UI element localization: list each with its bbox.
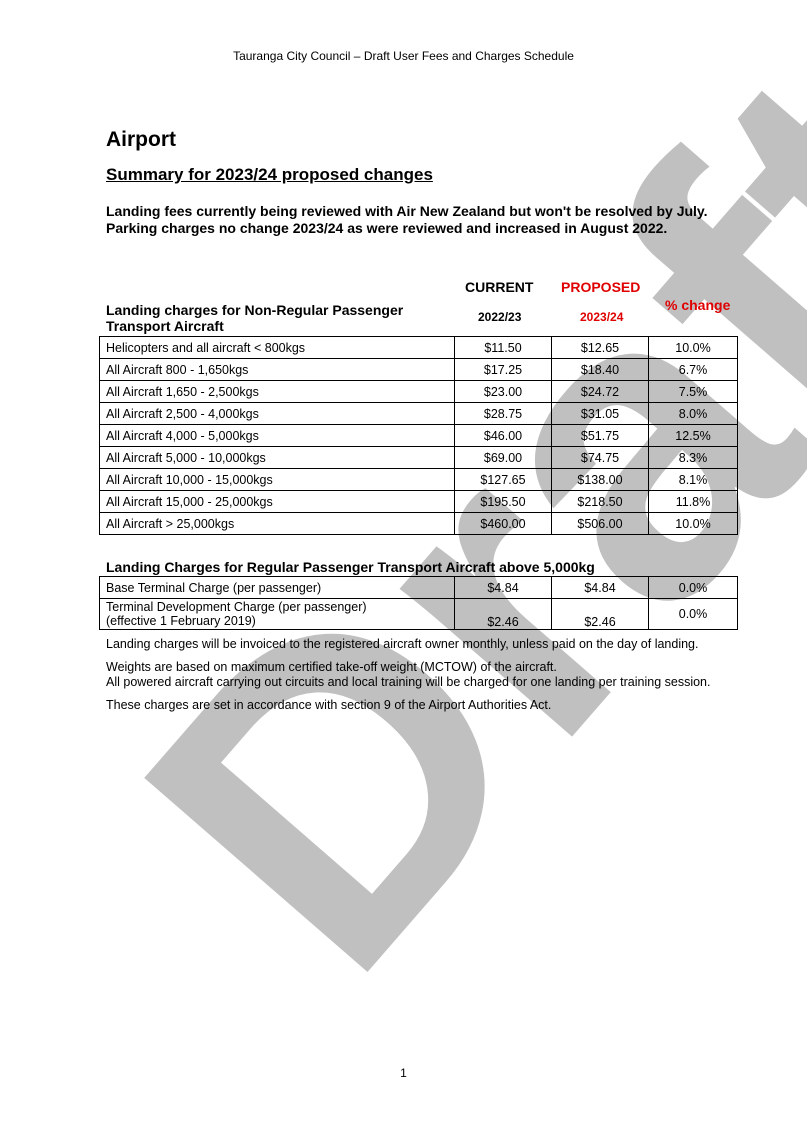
row-label: All Aircraft 5,000 - 10,000kgs (99, 446, 455, 469)
table-row: Base Terminal Charge (per passenger) $4.… (99, 576, 738, 599)
row-current: $4.84 (454, 576, 552, 599)
page-number: 1 (400, 1066, 407, 1080)
row-current: $2.46 (454, 598, 552, 630)
row-label: All Aircraft > 25,000kgs (99, 512, 455, 535)
row-label: Terminal Development Charge (per passeng… (99, 598, 455, 630)
column-header-proposed: PROPOSED (561, 279, 641, 295)
row-label-line: Base Terminal Charge (per passenger) (106, 580, 322, 595)
landing-charges-table: Helicopters and all aircraft < 800kgs $1… (99, 336, 738, 535)
table-row: All Aircraft 4,000 - 5,000kgs $46.00 $51… (99, 424, 738, 447)
note: Weights are based on maximum certified t… (106, 660, 557, 674)
row-current: $69.00 (454, 446, 552, 469)
table-row: All Aircraft 1,650 - 2,500kgs $23.00 $24… (99, 380, 738, 403)
section1-title: Landing charges for Non-Regular Passenge… (106, 302, 404, 334)
section2-title: Landing Charges for Regular Passenger Tr… (106, 559, 595, 575)
row-proposed: $138.00 (551, 468, 649, 491)
row-label: All Aircraft 2,500 - 4,000kgs (99, 402, 455, 425)
row-proposed: $24.72 (551, 380, 649, 403)
row-current: $23.00 (454, 380, 552, 403)
note: Landing charges will be invoiced to the … (106, 637, 699, 651)
row-change: 7.5% (648, 380, 738, 403)
row-change: 8.3% (648, 446, 738, 469)
row-current: $460.00 (454, 512, 552, 535)
intro-paragraph: Landing fees currently being reviewed wi… (106, 203, 708, 236)
row-label: Base Terminal Charge (per passenger) (99, 576, 455, 599)
row-change: 0.0% (648, 598, 738, 630)
terminal-charges-table: Base Terminal Charge (per passenger) $4.… (99, 576, 738, 630)
row-change: 0.0% (648, 576, 738, 599)
row-proposed: $51.75 (551, 424, 649, 447)
table-row: All Aircraft 15,000 - 25,000kgs $195.50 … (99, 490, 738, 513)
row-change: 12.5% (648, 424, 738, 447)
row-proposed: $12.65 (551, 336, 649, 359)
row-change: 8.1% (648, 468, 738, 491)
note: These charges are set in accordance with… (106, 698, 552, 712)
row-label: Helicopters and all aircraft < 800kgs (99, 336, 455, 359)
page-subtitle: Summary for 2023/24 proposed changes (106, 165, 433, 184)
row-current: $11.50 (454, 336, 552, 359)
table-row: All Aircraft 800 - 1,650kgs $17.25 $18.4… (99, 358, 738, 381)
row-proposed: $18.40 (551, 358, 649, 381)
column-header-proposed-year: 2023/24 (580, 310, 624, 324)
table-row: All Aircraft 2,500 - 4,000kgs $28.75 $31… (99, 402, 738, 425)
page-title: Airport (106, 128, 176, 151)
row-proposed: $506.00 (551, 512, 649, 535)
row-change: 10.0% (648, 512, 738, 535)
row-label: All Aircraft 10,000 - 15,000kgs (99, 468, 455, 491)
row-label: All Aircraft 1,650 - 2,500kgs (99, 380, 455, 403)
row-proposed: $4.84 (551, 576, 649, 599)
table-row: All Aircraft > 25,000kgs $460.00 $506.00… (99, 512, 738, 535)
row-current: $17.25 (454, 358, 552, 381)
row-proposed: $31.05 (551, 402, 649, 425)
column-header-current-year: 2022/23 (478, 310, 522, 324)
row-current: $28.75 (454, 402, 552, 425)
column-header-change: % change (665, 297, 731, 313)
row-change: 11.8% (648, 490, 738, 513)
row-proposed: $74.75 (551, 446, 649, 469)
table-row: All Aircraft 5,000 - 10,000kgs $69.00 $7… (99, 446, 738, 469)
table-row: Terminal Development Charge (per passeng… (99, 598, 738, 630)
row-label: All Aircraft 800 - 1,650kgs (99, 358, 455, 381)
row-change: 10.0% (648, 336, 738, 359)
row-label-line: Terminal Development Charge (per passeng… (106, 600, 367, 614)
row-change: 8.0% (648, 402, 738, 425)
page-header: Tauranga City Council – Draft User Fees … (233, 49, 574, 63)
table-row: Helicopters and all aircraft < 800kgs $1… (99, 336, 738, 359)
row-label: All Aircraft 4,000 - 5,000kgs (99, 424, 455, 447)
row-proposed: $2.46 (551, 598, 649, 630)
table-row: All Aircraft 10,000 - 15,000kgs $127.65 … (99, 468, 738, 491)
note: All powered aircraft carrying out circui… (106, 675, 711, 689)
row-proposed: $218.50 (551, 490, 649, 513)
row-current: $127.65 (454, 468, 552, 491)
row-current: $46.00 (454, 424, 552, 447)
column-header-current: CURRENT (465, 279, 534, 295)
row-current: $195.50 (454, 490, 552, 513)
row-label-line: (effective 1 February 2019) (106, 614, 256, 628)
notes: Landing charges will be invoiced to the … (106, 637, 726, 721)
row-change: 6.7% (648, 358, 738, 381)
row-label: All Aircraft 15,000 - 25,000kgs (99, 490, 455, 513)
